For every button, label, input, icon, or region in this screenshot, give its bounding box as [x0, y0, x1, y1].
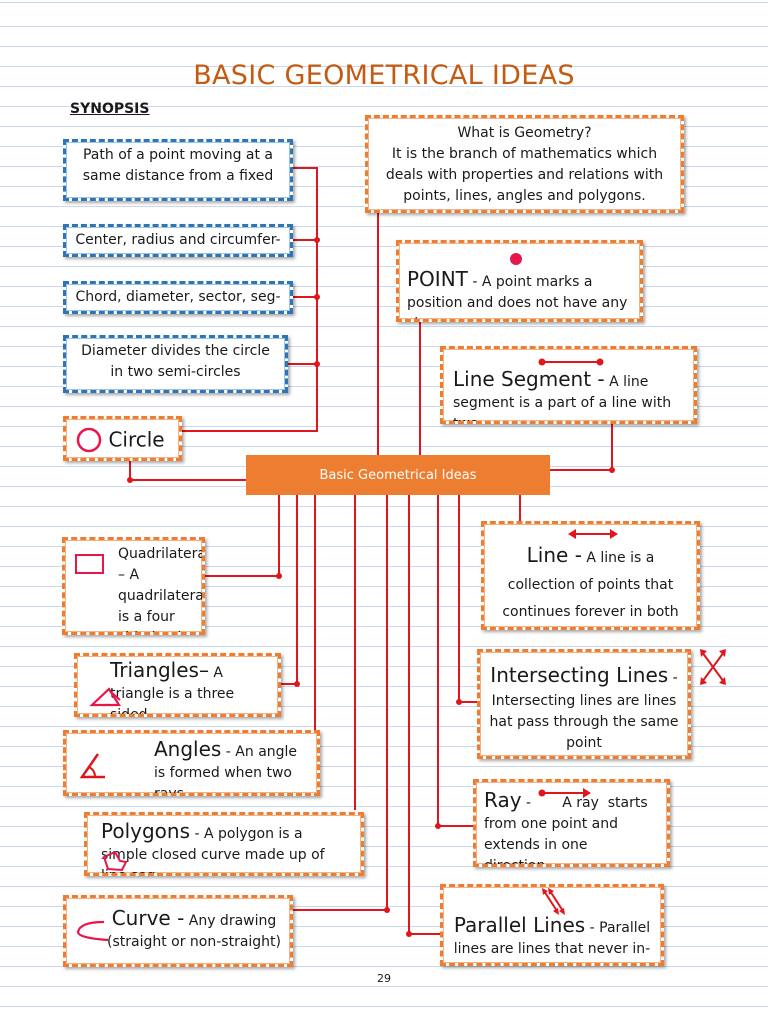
- double-arrow-icon: [568, 529, 618, 539]
- triangles-label: Triangles–: [110, 658, 209, 682]
- ray-text: - A ray starts from one point and extend…: [484, 795, 653, 867]
- intersecting-lines-text: Intersecting lines are lines hat pass th…: [489, 693, 679, 751]
- angles-text: - An angle is formed when two rays: [154, 744, 298, 796]
- line-segment-label: Line Segment -: [453, 367, 605, 391]
- parallel-lines-icon: [542, 888, 565, 915]
- line-text: A line is a collection of points that co…: [502, 550, 679, 620]
- circle-note-definition-text: Path of a point moving at a same distanc…: [82, 147, 274, 184]
- ray-box: Ray - A ray starts from one point and ex…: [473, 779, 670, 867]
- point-icon: [510, 253, 522, 265]
- circle-icon: [76, 427, 102, 453]
- circle-note-parts-text: Center, radius and circumfer-: [75, 232, 281, 248]
- angles-box: Angles - An angle is formed when two ray…: [63, 730, 320, 796]
- intersecting-lines-label: Intersecting Lines: [490, 663, 669, 687]
- curve-label: Curve -: [111, 906, 185, 930]
- geometry-question: What is Geometry?: [457, 125, 592, 141]
- polygons-box: Polygons - A polygon is a simple closed …: [84, 812, 364, 876]
- point-label: POINT: [407, 267, 468, 291]
- circle-note-chord-text: Chord, diameter, sector, seg-: [75, 289, 281, 305]
- rectangle-icon: [75, 554, 104, 574]
- intersecting-lines-dash: -: [668, 670, 678, 686]
- circle-note-definition: Path of a point moving at a same distanc…: [63, 139, 293, 201]
- triangle-icon: [89, 687, 121, 707]
- parallel-lines-box: Parallel Lines - Parallel lines are line…: [440, 884, 664, 966]
- polygons-text: - A polygon is a simple closed curve mad…: [101, 826, 325, 876]
- geometry-answer: It is the branch of mathematics which de…: [385, 146, 664, 204]
- ray-icon: [538, 788, 591, 798]
- quadrilateral-text: Quadrilateral – A quadrilateral is a fou…: [118, 546, 205, 632]
- intersecting-lines-box: Intersecting Lines - Intersecting lines …: [477, 649, 691, 759]
- synopsis-heading: SYNOPSIS: [70, 101, 150, 117]
- curve-box: Curve - Any drawing (straight or non-str…: [63, 895, 293, 967]
- ray-label: Ray: [484, 788, 522, 812]
- parallel-lines-label: Parallel Lines: [453, 913, 586, 937]
- curve-text: Any drawing (straight or non-straight): [106, 913, 282, 950]
- point-text: - A point marks a position and does not …: [407, 274, 628, 319]
- central-topic: Basic Geometrical Ideas: [246, 455, 550, 495]
- circle-note-diameter-text: Diameter divides the circle in two semi-…: [81, 343, 270, 380]
- line-label: Line -: [526, 543, 582, 567]
- circle-box: Circle: [63, 416, 182, 461]
- curve-icon: [76, 920, 109, 942]
- line-segment-box: Line Segment - A line segment is a part …: [440, 346, 697, 424]
- triangles-text: A triangle is a three sided: [110, 665, 235, 717]
- parallel-lines-text: - Parallel lines are lines that never in…: [453, 920, 651, 957]
- point-box: POINT - A point marks a position and doe…: [396, 240, 643, 322]
- circle-note-parts: Center, radius and circumfer-: [63, 224, 293, 257]
- geometry-definition-box: What is Geometry? It is the branch of ma…: [365, 115, 684, 213]
- angles-label: Angles: [154, 737, 222, 761]
- polygons-label: Polygons: [101, 819, 191, 843]
- page-title: BASIC GEOMETRICAL IDEAS: [193, 60, 575, 91]
- circle-note-diameter: Diameter divides the circle in two semi-…: [63, 335, 288, 393]
- circle-label: Circle: [108, 427, 165, 452]
- line-segment-icon: [538, 358, 604, 366]
- quadrilateral-box: Quadrilateral – A quadrilateral is a fou…: [62, 537, 205, 635]
- triangles-box: Triangles– A triangle is a three sided: [74, 653, 281, 717]
- circle-note-chord: Chord, diameter, sector, seg-: [63, 281, 293, 314]
- line-segment-text: A line segment is a part of a line with …: [453, 374, 672, 424]
- angle-icon: [79, 753, 105, 779]
- line-box: Line - A line is a collection of points …: [481, 521, 700, 630]
- polygon-icon: [102, 850, 128, 872]
- page-number: 29: [377, 972, 391, 985]
- intersecting-lines-icon: [700, 649, 726, 685]
